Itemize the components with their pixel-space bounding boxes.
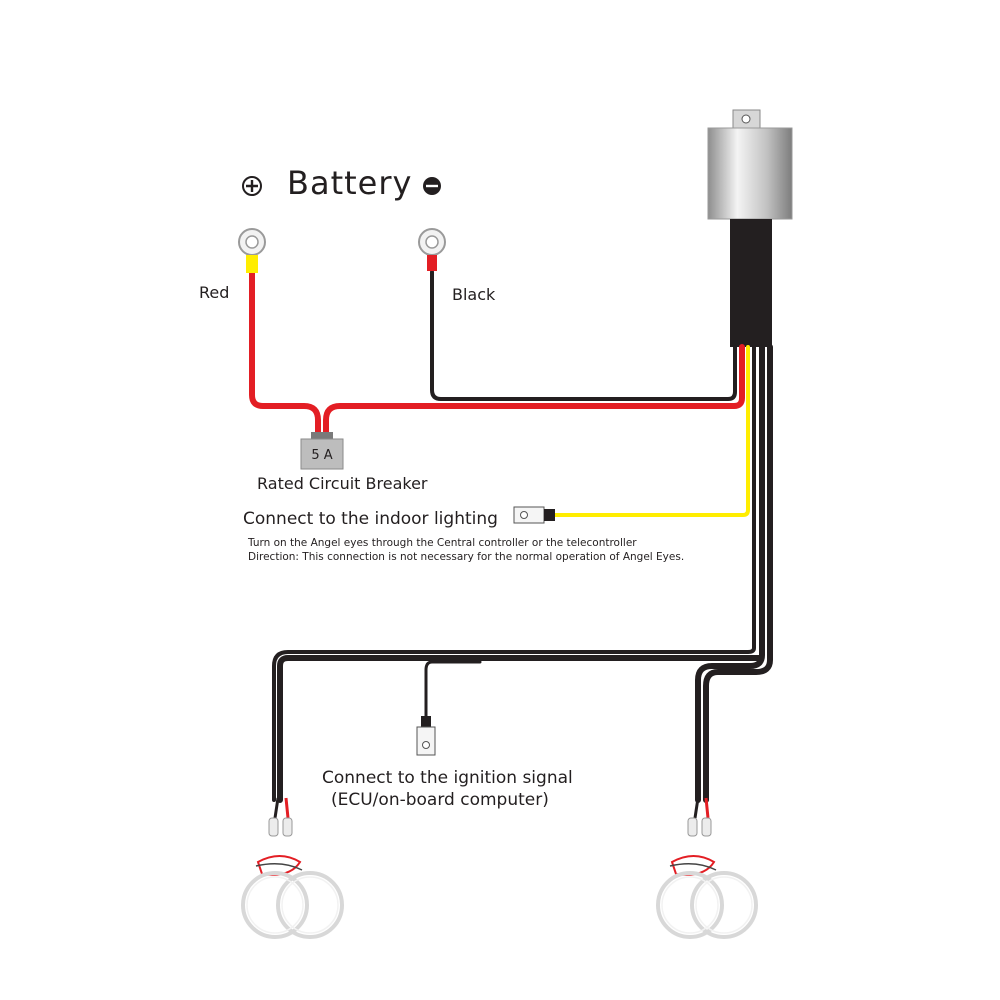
left-halo-ring-2-inner [281, 876, 339, 934]
left-ring-leads-2 [255, 863, 303, 871]
red-wire [249, 267, 321, 435]
relay-tab-hole [741, 114, 751, 124]
connector-crimp [544, 509, 555, 521]
battery-negative-terminal [418, 228, 446, 271]
right-halo-ring-2 [690, 871, 758, 939]
battery-title: Battery [287, 164, 412, 202]
right-halo-ring-2-inner [695, 876, 753, 934]
black-wire [430, 270, 737, 401]
breaker-body [300, 438, 344, 470]
main-harness-black-3 [272, 345, 756, 802]
left-plug-black-lead [273, 797, 280, 819]
ring-hole-negative [425, 235, 439, 249]
wires [249, 267, 773, 803]
minus-icon [423, 177, 441, 195]
battery-positive-terminal [238, 228, 266, 273]
right-plug-black-lead [693, 797, 700, 819]
right-plug-pin-1 [687, 817, 698, 837]
indoor-lighting-note-1: Turn on the Angel eyes through the Centr… [247, 537, 637, 549]
breaker-cap [311, 432, 333, 440]
plus-icon-circle [242, 176, 262, 196]
breaker-caption: Rated Circuit Breaker [257, 474, 428, 493]
indoor-lighting-title: Connect to the indoor lighting [243, 509, 498, 529]
relay [707, 109, 793, 347]
right-plug-red-lead [704, 797, 710, 819]
spade-hole [520, 511, 528, 519]
right-angel-eye [656, 797, 758, 939]
ignition-connector [416, 716, 436, 756]
right-halo-ring-1 [656, 871, 724, 939]
red-crimp [427, 255, 437, 271]
left-plug-pin-2 [282, 817, 293, 837]
right-plug-pin-2 [701, 817, 712, 837]
yellow-crimp [246, 255, 258, 273]
ignition-spade-hole [422, 741, 430, 749]
relay-sleeve [730, 219, 772, 347]
indoor-lighting-note-2: Direction: This connection is not necess… [248, 551, 684, 563]
indoor-connector [513, 506, 555, 524]
ignition-wire [424, 660, 482, 718]
plus-icon [242, 176, 262, 196]
left-plug-red-lead [284, 797, 290, 819]
left-halo-ring-1-inner [246, 876, 304, 934]
main-harness-black-2 [703, 344, 773, 803]
breaker-rating: 5 A [311, 448, 332, 463]
left-halo-ring-2 [276, 871, 344, 939]
right-ring-leads-2 [669, 863, 717, 871]
left-angel-eye [241, 797, 344, 939]
yellow-wire [553, 345, 750, 517]
ring-hole-positive [245, 235, 259, 249]
red-wire-label: Red [199, 283, 229, 302]
spade-terminal [513, 506, 545, 524]
left-halo-ring-1 [241, 871, 309, 939]
red-wire-relay [323, 344, 745, 435]
ignition-crimp [421, 716, 431, 727]
right-halo-ring-1-inner [661, 876, 719, 934]
plus-icon-cross [246, 180, 258, 192]
circuit-breaker [300, 432, 344, 470]
relay-body [707, 127, 793, 220]
left-plug-pin-1 [268, 817, 279, 837]
ignition-title: Connect to the ignition signal [322, 768, 573, 788]
ignition-subtitle: (ECU/on-board computer) [331, 790, 549, 810]
main-harness-outline [277, 344, 765, 803]
black-wire-label: Black [452, 285, 496, 304]
